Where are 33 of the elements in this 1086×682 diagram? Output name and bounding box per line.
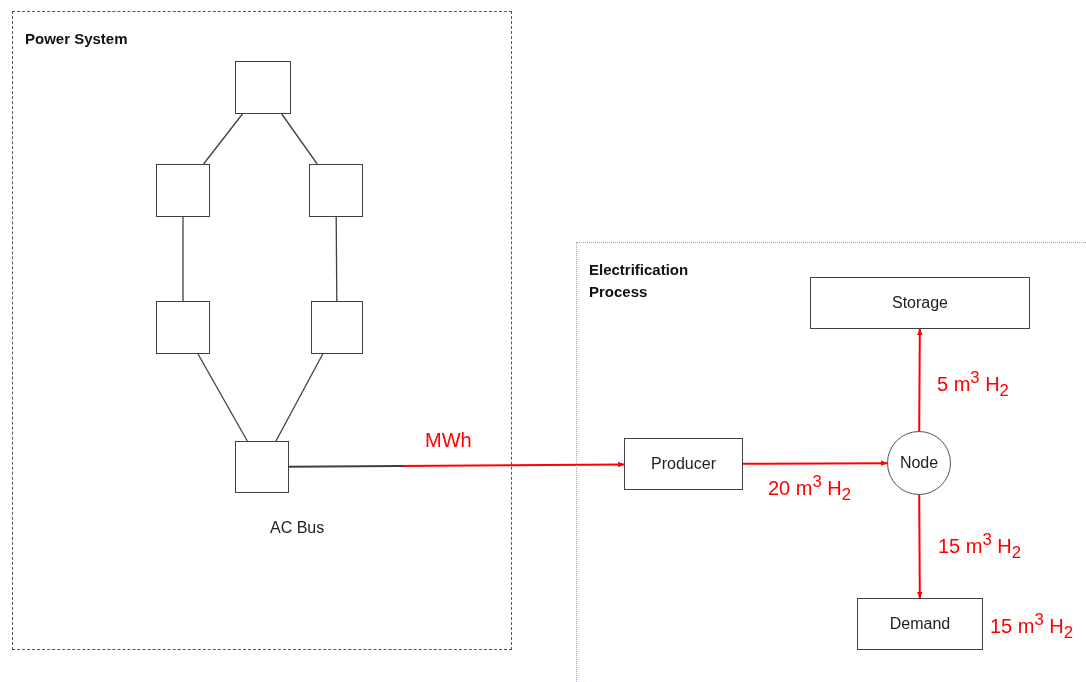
edge-label: MWh — [425, 430, 472, 450]
arrow — [917, 328, 923, 432]
edge-label: 15 m$^{3}$ H$_{2}$ — [938, 532, 1021, 562]
process-box — [311, 301, 363, 354]
process-box — [156, 301, 210, 354]
process-box — [810, 277, 1030, 329]
process-box — [235, 441, 289, 493]
dashed-container — [12, 11, 512, 650]
connector-line — [335, 216, 338, 302]
dashed-container — [576, 242, 1086, 682]
connector-line — [281, 113, 318, 165]
node-label: Node — [899, 454, 939, 472]
process-box — [857, 598, 983, 650]
connector-line — [182, 216, 184, 302]
process-box — [624, 438, 743, 490]
arrow — [742, 460, 888, 466]
process-box — [156, 164, 210, 217]
node-label: Demand — [889, 615, 951, 633]
node-label: Storage — [891, 294, 948, 312]
process-box — [309, 164, 363, 217]
connector-line — [202, 113, 244, 165]
group-title: Electrification Process — [589, 260, 690, 302]
edge-label: 5 m$^{3}$ H$_{2}$ — [937, 370, 1009, 400]
node-caption: AC Bus — [270, 519, 325, 537]
node-caption: 15 m$^{3}$ H$_{2}$ — [990, 610, 1073, 643]
connector-line — [197, 353, 248, 442]
group-title: Power System — [25, 29, 129, 49]
node-label: Producer — [651, 455, 716, 473]
edge-label: 20 m$^{3}$ H$_{2}$ — [768, 474, 851, 504]
arrow — [288, 461, 625, 468]
process-box — [235, 61, 291, 114]
arrow — [917, 494, 923, 599]
connector-line — [275, 353, 324, 442]
